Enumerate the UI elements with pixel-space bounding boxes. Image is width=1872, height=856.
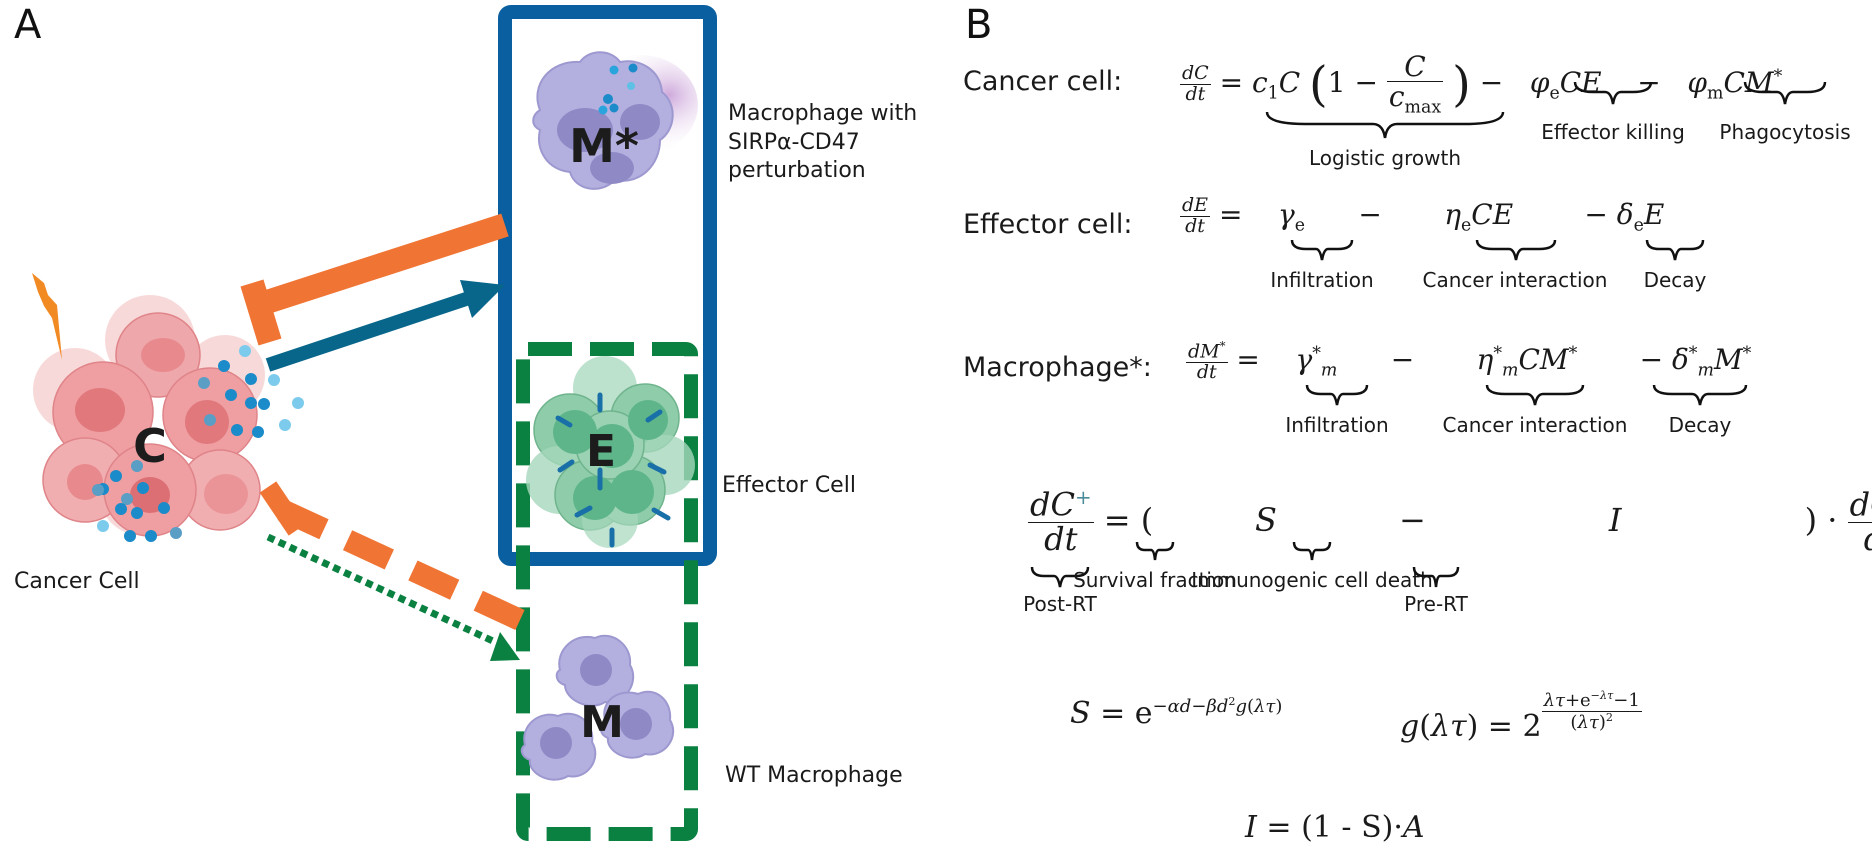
caption-line: SIRPα-CD47 bbox=[728, 129, 860, 155]
macrophage-infiltration-brace bbox=[1305, 384, 1369, 406]
macrophage-equation: dM*dt = γ*m − η*mCM* − δ*mM* bbox=[1186, 339, 1752, 384]
macrophage-cancer-brace bbox=[1485, 384, 1585, 406]
wt-macrophage-caption: WT Macrophage bbox=[725, 763, 903, 788]
cancer-activates-effector-edge bbox=[265, 280, 505, 372]
panel-a-diagram: M* bbox=[32, 5, 717, 841]
macrophage-decay-brace bbox=[1652, 384, 1748, 406]
rt-equation: dC+dt = ( S − I ) · dC−dt bbox=[1028, 487, 1872, 557]
icd-equation: I = (1 - S)·A bbox=[1245, 810, 1425, 845]
macrophage-cancer-interaction-label: Cancer interaction bbox=[1442, 413, 1628, 437]
panel-b-letter: B bbox=[965, 2, 993, 48]
survival-brace bbox=[1135, 541, 1175, 561]
caption-line: perturbation bbox=[728, 158, 866, 184]
macrophage-infiltration-label: Infiltration bbox=[1285, 413, 1389, 437]
effector-killing-label: Effector killing bbox=[1541, 120, 1685, 144]
effector-macrophage-dashed-box bbox=[516, 342, 698, 841]
wt-macrophage-inhibits-cancer-edge bbox=[259, 481, 525, 630]
effector-cancer-interaction-label: Cancer interaction bbox=[1422, 268, 1608, 292]
effector-infiltration-label: Infiltration bbox=[1270, 268, 1374, 292]
icd-brace bbox=[1292, 541, 1332, 561]
mstar-inhibits-cancer-edge bbox=[240, 213, 509, 346]
effector-symbol: E bbox=[586, 426, 616, 477]
panel-a-letter: A bbox=[14, 2, 42, 48]
antigen-particles bbox=[92, 345, 304, 542]
macrophage-equation-name: Macrophage*: bbox=[963, 352, 1152, 383]
post-rt-label: Post-RT bbox=[1023, 592, 1097, 616]
cancer-to-wt-macrophage-edge bbox=[266, 533, 520, 661]
macrophage-decay-label: Decay bbox=[1668, 413, 1732, 437]
radiation-bolt-icon bbox=[32, 273, 62, 360]
effector-cell-cluster: E bbox=[526, 356, 695, 548]
cancer-equation-name: Cancer cell: bbox=[963, 66, 1123, 97]
phagocytosis-brace bbox=[1743, 81, 1827, 105]
cancer-cell-caption: Cancer Cell bbox=[14, 569, 140, 594]
effector-decay-label: Decay bbox=[1643, 268, 1707, 292]
cancer-cell-cluster: C bbox=[33, 295, 265, 537]
effector-killing-brace bbox=[1573, 81, 1653, 105]
pre-rt-label: Pre-RT bbox=[1404, 592, 1468, 616]
macrophage-star-cell: M* bbox=[532, 51, 698, 190]
mstar-effector-box bbox=[498, 5, 717, 566]
effector-cell-caption: Effector Cell bbox=[722, 473, 856, 498]
wt-macrophage-cells: M bbox=[520, 635, 675, 781]
effector-cancer-brace bbox=[1475, 239, 1557, 261]
survival-fraction-label: Survival fraction bbox=[1073, 568, 1237, 592]
effector-decay-brace bbox=[1645, 239, 1705, 261]
logistic-growth-label: Logistic growth bbox=[1308, 146, 1462, 170]
post-rt-brace bbox=[1030, 566, 1090, 588]
effector-equation-name: Effector cell: bbox=[963, 209, 1133, 240]
infiltration-brace bbox=[1290, 239, 1354, 261]
phagocytosis-label: Phagocytosis bbox=[1719, 120, 1851, 144]
logistic-brace bbox=[1265, 111, 1505, 139]
survival-equation: S = e−αd−βd2g(λτ) bbox=[1070, 695, 1283, 731]
wt-macrophage-symbol: M bbox=[580, 697, 624, 748]
caption-line: Macrophage with bbox=[728, 101, 918, 126]
immunogenic-cell-death-label: Immunogenic cell death bbox=[1191, 568, 1433, 592]
macrophage-star-symbol: M* bbox=[569, 119, 639, 173]
macrophage-star-caption: Macrophage with SIRPα-CD47 perturbation bbox=[728, 100, 917, 186]
pre-rt-brace bbox=[1412, 566, 1460, 588]
